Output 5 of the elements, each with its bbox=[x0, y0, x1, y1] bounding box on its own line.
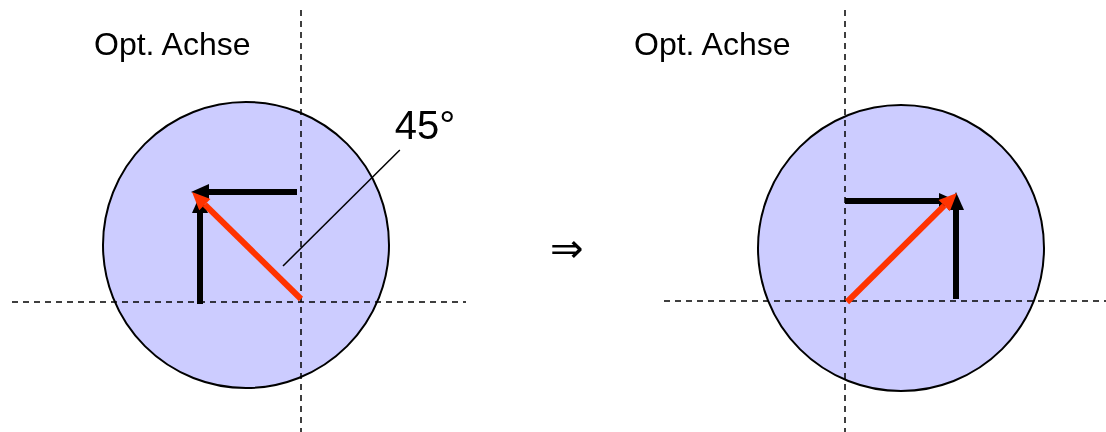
axis-label: Opt. Achse bbox=[634, 28, 791, 60]
implies-arrow-symbol: ⇒ bbox=[550, 228, 584, 268]
leader-line bbox=[282, 149, 401, 267]
angle-label: 45° bbox=[394, 105, 456, 145]
axis-label: Opt. Achse bbox=[94, 28, 251, 60]
